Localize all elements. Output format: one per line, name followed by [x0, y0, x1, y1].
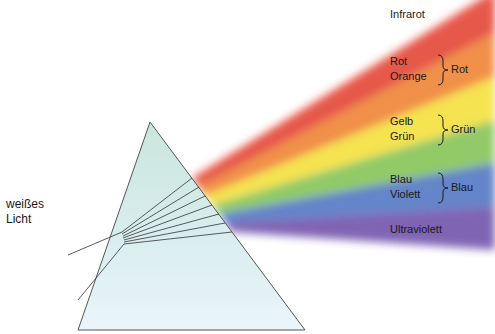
- color-label: Violett: [390, 188, 420, 201]
- prism: [78, 122, 305, 330]
- ultraviolet-label: Ultraviolett: [390, 223, 442, 236]
- color-label: Orange: [390, 70, 427, 83]
- group-label: Grün: [451, 123, 475, 136]
- infrared-label: Infrarot: [390, 8, 425, 21]
- light-label: weißes Licht: [6, 197, 52, 227]
- group-label: Blau: [451, 181, 473, 194]
- light-rays: [68, 178, 232, 300]
- color-label: Blau: [390, 173, 412, 186]
- color-label: Grün: [390, 130, 414, 143]
- color-label: Gelb: [390, 115, 413, 128]
- group-label: Rot: [451, 63, 468, 76]
- color-label: Rot: [390, 55, 407, 68]
- spectrum-fan: [192, 0, 495, 250]
- brackets: [438, 55, 448, 203]
